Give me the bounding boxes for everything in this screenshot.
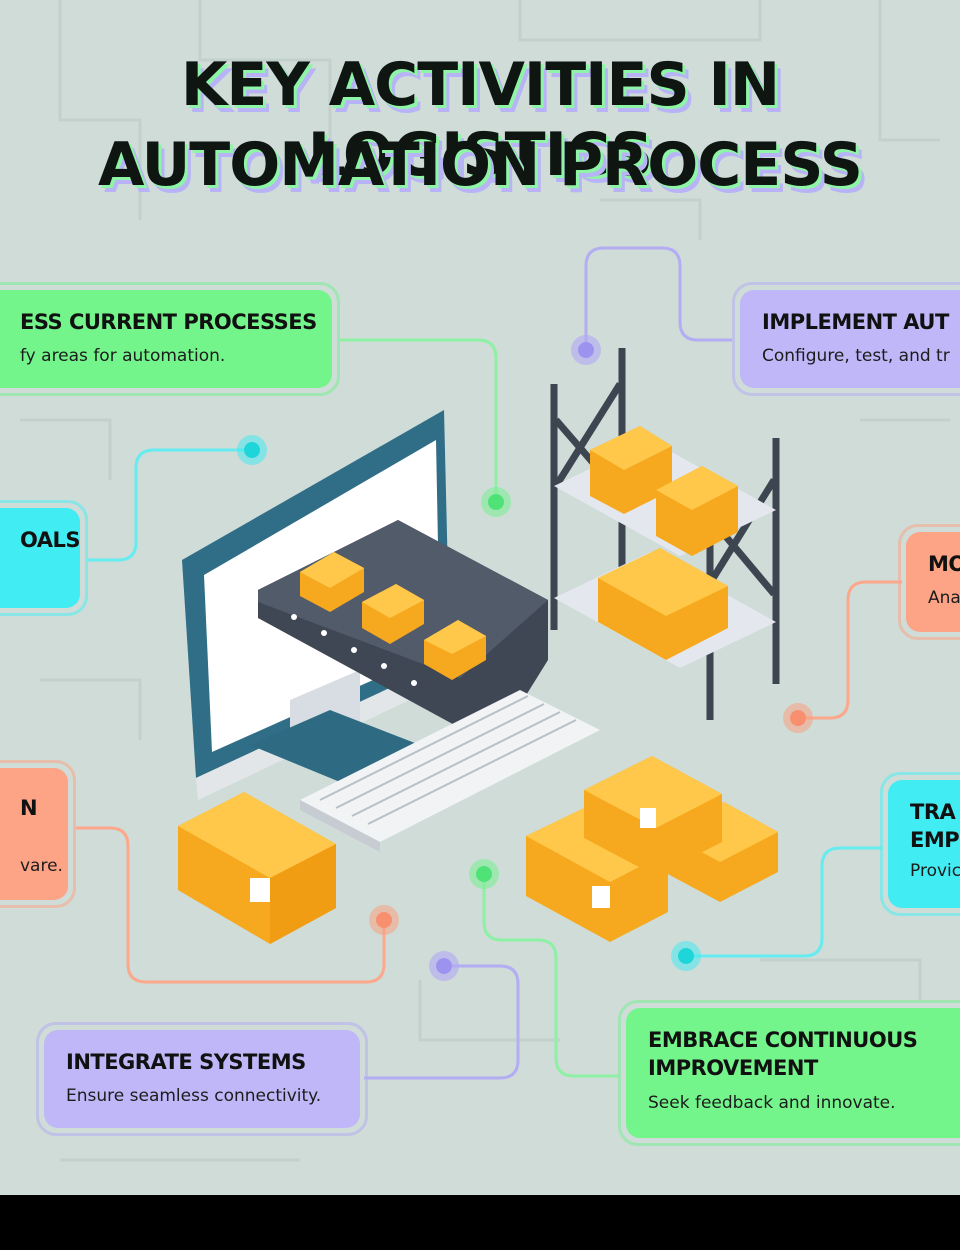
- circuit-background: [20, 0, 950, 1162]
- card-description: Ana: [928, 588, 960, 609]
- connector-dot-select: [369, 905, 399, 935]
- card-title: OALS: [20, 528, 81, 552]
- card-title: MO: [928, 552, 960, 576]
- page-title-line-1: KEY ACTIVITIES IN LOGISTICS: [180, 50, 780, 190]
- connector-dot-embrace: [469, 859, 499, 889]
- bottom-black-bar: [0, 1195, 960, 1250]
- card-description: Configure, test, and tr: [762, 346, 950, 367]
- shelf-boxes: [590, 426, 738, 660]
- card-monitor: MO Ana: [898, 524, 960, 640]
- card-assess-current-processes: ESS CURRENT PROCESSES fy areas for autom…: [0, 282, 340, 396]
- connector-dot-goals: [237, 435, 267, 465]
- card-title: ESS CURRENT PROCESSES: [20, 310, 317, 334]
- floor-box-left: [178, 792, 336, 944]
- connector-dot-train: [671, 941, 701, 971]
- connector-dot-implement: [571, 335, 601, 365]
- floor-box-stack: [526, 756, 778, 942]
- card-description: Provic: [910, 860, 960, 881]
- card-integrate-systems: INTEGRATE SYSTEMS Ensure seamless connec…: [36, 1022, 368, 1136]
- page-title-line-2: AUTOMATION PROCESS: [97, 130, 863, 200]
- card-select-software: N vare.: [0, 760, 76, 908]
- logistics-illustration: [178, 348, 780, 944]
- card-description: Ensure seamless connectivity.: [66, 1086, 322, 1107]
- card-title: IMPLEMENT AUT: [762, 310, 949, 334]
- card-title: EMBRACE CONTINUOUS IMPROVEMENT: [648, 1026, 954, 1083]
- card-train-employees: TRA EMP Provic: [880, 772, 960, 916]
- connector-dot-integrate: [429, 951, 459, 981]
- conveyor-boxes: [300, 552, 486, 680]
- card-goals: OALS: [0, 500, 88, 616]
- card-implement-automation: IMPLEMENT AUT Configure, test, and tr: [732, 282, 960, 396]
- card-title-line-2: EMP: [910, 828, 960, 853]
- card-title: TRA EMP: [910, 798, 960, 855]
- card-title-line-1: TRA: [910, 800, 956, 824]
- card-title-line-1: EMBRACE CONTINUOUS: [648, 1028, 918, 1052]
- card-description: vare.: [20, 856, 63, 877]
- card-description: Seek feedback and innovate.: [648, 1092, 896, 1113]
- infographic-canvas: KEY ACTIVITIES IN LOGISTICS AUTOMATION P…: [0, 0, 960, 1195]
- card-embrace-continuous-improvement: EMBRACE CONTINUOUS IMPROVEMENT Seek feed…: [618, 1000, 960, 1146]
- connector-lines: [76, 246, 902, 1080]
- connector-dot-monitor: [783, 703, 813, 733]
- card-title-line-2: IMPROVEMENT: [648, 1056, 818, 1081]
- card-title: N: [20, 796, 38, 820]
- card-title: INTEGRATE SYSTEMS: [66, 1050, 306, 1074]
- card-description: fy areas for automation.: [20, 346, 226, 367]
- keyboard: [300, 690, 600, 852]
- connector-dot-assess: [481, 487, 511, 517]
